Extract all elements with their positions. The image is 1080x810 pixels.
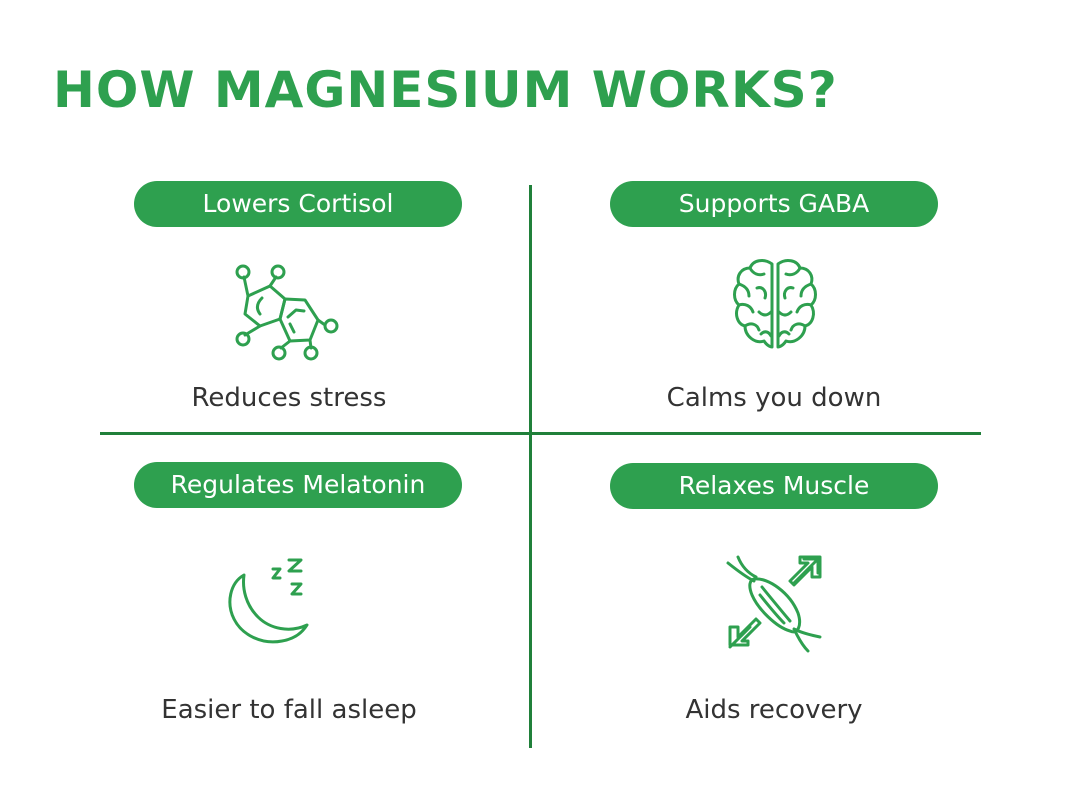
card-caption: Calms you down — [666, 383, 882, 413]
card-caption: Reduces stress — [191, 383, 387, 413]
horizontal-divider — [100, 432, 981, 435]
card-label-pill: Relaxes Muscle — [610, 463, 938, 509]
moon-sleep-icon — [222, 555, 317, 657]
card-label-pill: Supports GABA — [610, 181, 938, 227]
page-title: HOW MAGNESIUM WORKS? — [53, 61, 838, 119]
card-caption: Easier to fall asleep — [161, 695, 417, 725]
muscle-stretch-icon — [724, 553, 826, 655]
vertical-divider — [529, 185, 532, 748]
card-label-pill: Lowers Cortisol — [134, 181, 462, 227]
card-caption: Aids recovery — [685, 695, 863, 725]
brain-icon — [731, 256, 819, 352]
molecule-icon — [230, 262, 345, 362]
card-label-pill: Regulates Melatonin — [134, 462, 462, 508]
